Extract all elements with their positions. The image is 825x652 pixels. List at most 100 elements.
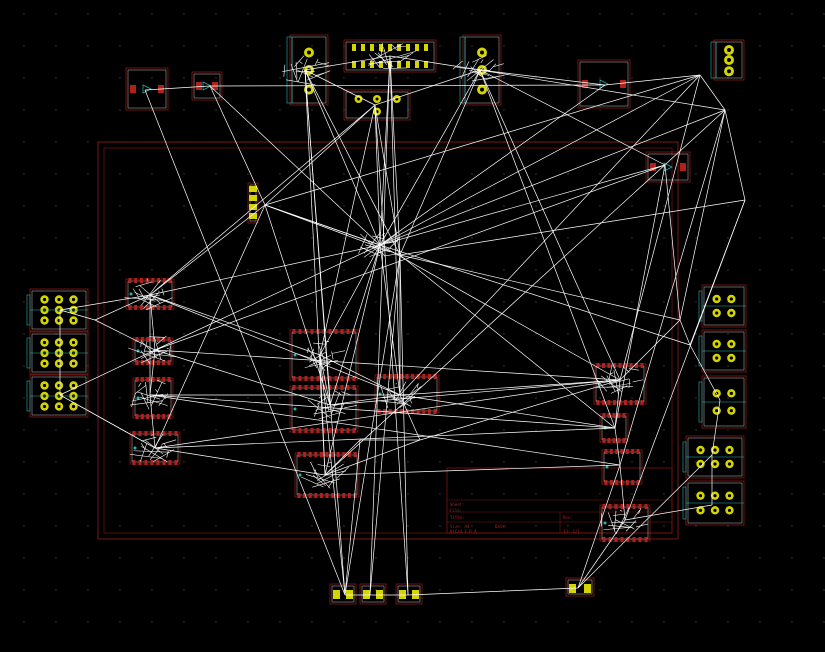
pad[interactable] xyxy=(341,385,344,390)
pad[interactable] xyxy=(630,363,633,368)
pad[interactable] xyxy=(134,305,137,310)
pad[interactable] xyxy=(619,363,622,368)
pad[interactable] xyxy=(314,452,317,457)
pad[interactable] xyxy=(584,584,591,593)
pad[interactable] xyxy=(422,409,425,414)
pad[interactable] xyxy=(141,360,144,365)
pad[interactable] xyxy=(298,493,301,498)
pad[interactable] xyxy=(146,377,149,382)
pad[interactable] xyxy=(311,376,314,381)
pad[interactable] xyxy=(249,186,257,192)
pad[interactable] xyxy=(169,305,172,310)
pad[interactable] xyxy=(347,428,350,433)
pad[interactable] xyxy=(136,360,139,365)
pad[interactable] xyxy=(337,452,340,457)
pad[interactable] xyxy=(157,460,160,465)
pad[interactable] xyxy=(406,44,410,51)
pad[interactable] xyxy=(633,504,636,509)
pad[interactable] xyxy=(317,428,320,433)
pad[interactable] xyxy=(293,428,296,433)
pad[interactable] xyxy=(139,431,142,436)
pad[interactable] xyxy=(621,504,624,509)
pad[interactable] xyxy=(335,376,338,381)
pad[interactable] xyxy=(347,385,350,390)
pad[interactable] xyxy=(633,537,636,542)
pad[interactable] xyxy=(309,452,312,457)
pad[interactable] xyxy=(146,414,149,419)
pad[interactable] xyxy=(129,278,132,283)
pad[interactable] xyxy=(169,460,172,465)
pad[interactable] xyxy=(615,537,618,542)
pad[interactable] xyxy=(305,376,308,381)
pad[interactable] xyxy=(157,414,160,419)
pad[interactable] xyxy=(168,377,171,382)
pad[interactable] xyxy=(169,431,172,436)
pad[interactable] xyxy=(623,413,626,418)
pad[interactable] xyxy=(376,590,383,599)
pad[interactable] xyxy=(680,163,686,171)
pad[interactable] xyxy=(641,400,644,405)
pad[interactable] xyxy=(341,428,344,433)
pad[interactable] xyxy=(331,452,334,457)
pad[interactable] xyxy=(406,374,409,379)
pad[interactable] xyxy=(317,376,320,381)
pad[interactable] xyxy=(613,400,616,405)
pad[interactable] xyxy=(631,480,634,485)
pad[interactable] xyxy=(621,537,624,542)
pad[interactable] xyxy=(406,61,410,68)
pad[interactable] xyxy=(309,493,312,498)
pad[interactable] xyxy=(645,504,648,509)
pad[interactable] xyxy=(624,400,627,405)
pad[interactable] xyxy=(293,385,296,390)
pad[interactable] xyxy=(139,460,142,465)
pad[interactable] xyxy=(129,305,132,310)
pad[interactable] xyxy=(428,409,431,414)
pad[interactable] xyxy=(613,413,616,418)
pad[interactable] xyxy=(352,44,356,51)
pad[interactable] xyxy=(133,431,136,436)
pad[interactable] xyxy=(146,337,149,342)
pad[interactable] xyxy=(415,61,419,68)
pad[interactable] xyxy=(145,431,148,436)
pad[interactable] xyxy=(320,493,323,498)
pad[interactable] xyxy=(299,329,302,334)
pad[interactable] xyxy=(434,409,437,414)
pad[interactable] xyxy=(635,400,638,405)
pad[interactable] xyxy=(333,590,340,599)
pad[interactable] xyxy=(603,413,606,418)
pad[interactable] xyxy=(605,449,608,454)
pad[interactable] xyxy=(341,329,344,334)
pad[interactable] xyxy=(329,428,332,433)
pad[interactable] xyxy=(151,460,154,465)
pad[interactable] xyxy=(311,428,314,433)
pad[interactable] xyxy=(615,504,618,509)
pad[interactable] xyxy=(136,414,139,419)
pad[interactable] xyxy=(603,537,606,542)
pad[interactable] xyxy=(609,504,612,509)
pad[interactable] xyxy=(162,414,165,419)
pad[interactable] xyxy=(415,44,419,51)
pad[interactable] xyxy=(175,431,178,436)
pad[interactable] xyxy=(363,590,370,599)
pad[interactable] xyxy=(326,493,329,498)
pad[interactable] xyxy=(422,374,425,379)
pad[interactable] xyxy=(620,80,626,88)
pad[interactable] xyxy=(597,400,600,405)
pad[interactable] xyxy=(317,385,320,390)
pad[interactable] xyxy=(621,449,624,454)
pad[interactable] xyxy=(141,414,144,419)
pad[interactable] xyxy=(608,438,611,443)
pad[interactable] xyxy=(361,44,365,51)
pad[interactable] xyxy=(326,452,329,457)
pad[interactable] xyxy=(329,329,332,334)
pad[interactable] xyxy=(331,493,334,498)
pad[interactable] xyxy=(249,213,257,219)
pad[interactable] xyxy=(298,452,301,457)
pad[interactable] xyxy=(639,537,642,542)
pad[interactable] xyxy=(424,44,428,51)
pad[interactable] xyxy=(311,385,314,390)
pad[interactable] xyxy=(140,305,143,310)
pad[interactable] xyxy=(370,44,374,51)
